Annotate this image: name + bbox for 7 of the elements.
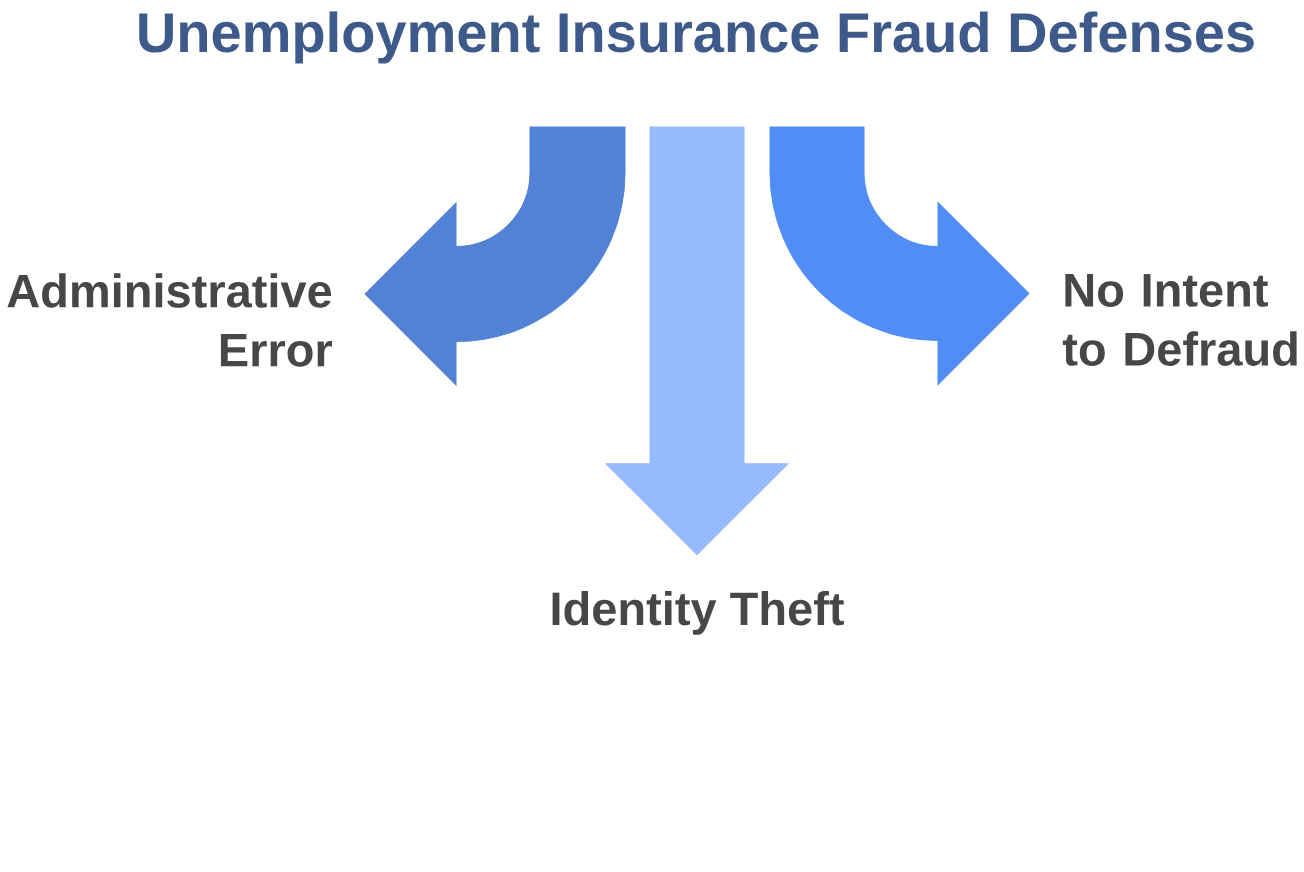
down-arrow: [605, 126, 789, 556]
text-label: No Intent to Defraud: [1062, 274, 1297, 366]
text-label: Identity Theft: [552, 590, 844, 635]
title: Unemployment Insurance Fraud Defenses: [139, 11, 1254, 64]
text-label: Administrative Error: [7, 273, 332, 367]
curved-arrow: [769, 126, 1030, 385]
curved-arrow: [364, 126, 626, 386]
